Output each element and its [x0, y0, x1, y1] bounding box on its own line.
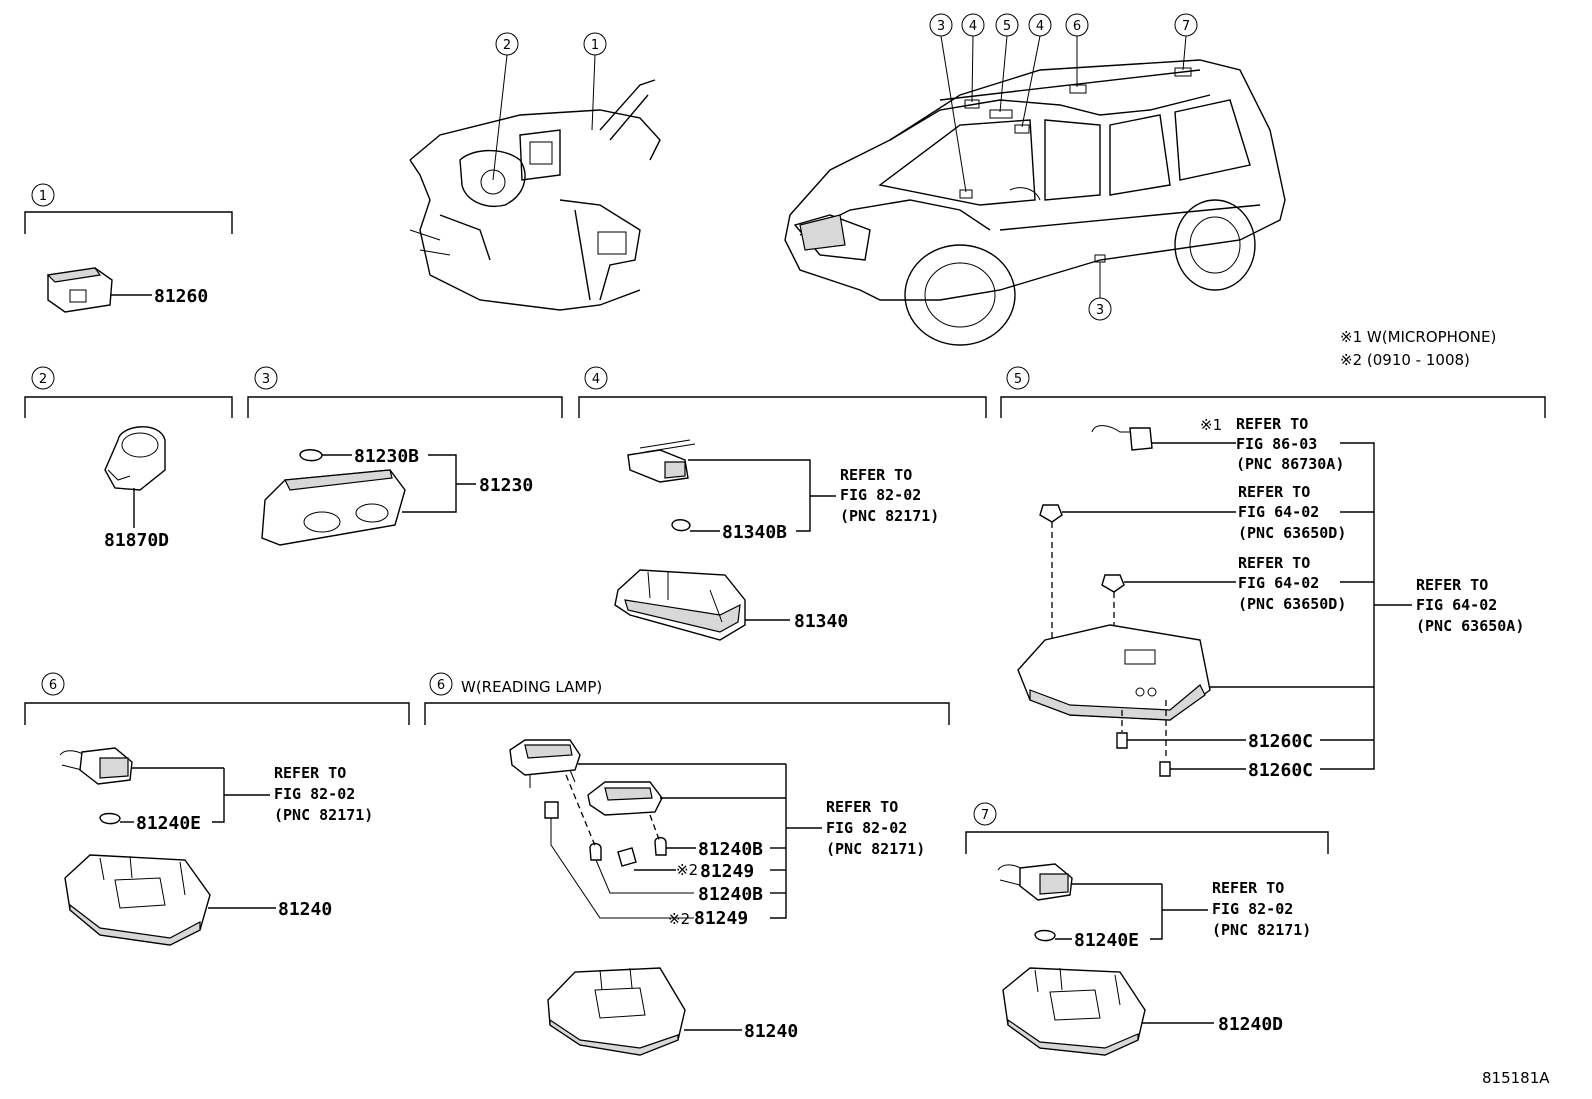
part-81240E-s6: 81240E — [136, 813, 201, 834]
interior-callout-2: 2 — [503, 38, 511, 53]
s5-refer-fig-3: FIG 64-02 — [1238, 574, 1319, 592]
part-81260C-2: 81260C — [1248, 760, 1313, 781]
part-81249-a: 81249 — [700, 861, 754, 882]
section-6b-number: 6 — [437, 678, 445, 693]
s6b-refer-fig: FIG 82-02 — [826, 819, 907, 837]
section-6-reading-lamp: 6 W(READING LAMP) 81240B ※2 81249 81240B… — [424, 672, 950, 1056]
s6b-refer-to: REFER TO — [826, 798, 898, 816]
part-81340B: 81340B — [722, 522, 787, 543]
s7-refer-fig: FIG 82-02 — [1212, 900, 1293, 918]
part-81240-s6b: 81240 — [744, 1021, 798, 1042]
part-81230B: 81230B — [354, 446, 419, 467]
vehicle-suv-illustration — [784, 59, 1286, 346]
s4-refer-fig: FIG 82-02 — [840, 486, 921, 504]
s5-refer-pnc-main: (PNC 63650A) — [1416, 617, 1524, 635]
part-81230: 81230 — [479, 475, 533, 496]
part-81240E-s7: 81240E — [1074, 930, 1139, 951]
s6-refer-fig: FIG 82-02 — [274, 785, 355, 803]
part-81240-s6: 81240 — [278, 899, 332, 920]
vehicle-callout-3b: 3 — [1096, 303, 1104, 318]
section-6-number: 6 — [49, 678, 57, 693]
s5-refer-fig-main: FIG 64-02 — [1416, 596, 1497, 614]
figure-code: 815181A — [1482, 1069, 1550, 1087]
section-2: 2 81870D — [24, 366, 233, 551]
s5-refer-fig-2: FIG 64-02 — [1238, 503, 1319, 521]
section-2-number: 2 — [39, 372, 47, 387]
part-81340: 81340 — [794, 611, 848, 632]
section-3: 3 81230B 81230 — [247, 366, 563, 546]
s6-refer-pnc: (PNC 82171) — [274, 806, 373, 824]
section-1: 1 81260 — [24, 183, 233, 313]
section-1-number: 1 — [39, 189, 47, 204]
s7-refer-to: REFER TO — [1212, 879, 1284, 897]
note-date-range: ※2 (0910 - 1008) — [1340, 351, 1470, 369]
part-81240B-a: 81240B — [698, 839, 763, 860]
vehicle-callout-5: 5 — [1003, 19, 1011, 34]
vehicle-callouts: 3 4 5 4 6 7 3 — [929, 13, 1198, 321]
s4-refer-pnc: (PNC 82171) — [840, 507, 939, 525]
s6b-mark-a: ※2 — [676, 861, 698, 879]
part-81240D: 81240D — [1218, 1014, 1283, 1035]
s6b-mark-b: ※2 — [668, 910, 690, 928]
part-81870D: 81870D — [104, 530, 169, 551]
section-7: 7 81240E REFER TO FIG 82-02 (PNC 82171) … — [965, 802, 1329, 1056]
vehicle-callout-3a: 3 — [937, 19, 945, 34]
section-3-number: 3 — [262, 372, 270, 387]
s5-refer-pnc-3: (PNC 63650D) — [1238, 595, 1346, 613]
s5-refer-to-3: REFER TO — [1238, 554, 1310, 572]
s5-refer-fig-1: FIG 86-03 — [1236, 435, 1317, 453]
section-6: 6 81240E REFER TO FIG 82-02 (PNC 82171) … — [24, 672, 410, 946]
section-5: 5 ※1 REFER TO FIG 86-03 (PNC 86730A) REF… — [1000, 366, 1546, 781]
section-6b-title: W(READING LAMP) — [461, 678, 602, 696]
s5-refer-to-1: REFER TO — [1236, 415, 1308, 433]
s4-refer-to: REFER TO — [840, 466, 912, 484]
vehicle-callout-6: 6 — [1073, 19, 1081, 34]
section-7-number: 7 — [981, 808, 989, 823]
section-4: 4 81340B REFER TO FIG 82-02 (PNC 82171) … — [578, 366, 987, 641]
section-4-number: 4 — [592, 372, 600, 387]
s5-refer-pnc-1: (PNC 86730A) — [1236, 455, 1344, 473]
s5-mark-1: ※1 — [1200, 416, 1222, 434]
interior-dashboard-illustration — [409, 79, 661, 311]
part-81240B-b: 81240B — [698, 884, 763, 905]
s6-refer-to: REFER TO — [274, 764, 346, 782]
part-81249-b: 81249 — [694, 908, 748, 929]
s6b-refer-pnc: (PNC 82171) — [826, 840, 925, 858]
note-microphone: ※1 W(MICROPHONE) — [1340, 328, 1496, 346]
section-5-number: 5 — [1014, 372, 1022, 387]
s5-refer-pnc-2: (PNC 63650D) — [1238, 524, 1346, 542]
interior-callout-1: 1 — [591, 38, 599, 53]
vehicle-callout-4b: 4 — [1036, 19, 1044, 34]
vehicle-callout-4a: 4 — [969, 19, 977, 34]
part-81260: 81260 — [154, 286, 208, 307]
s7-refer-pnc: (PNC 82171) — [1212, 921, 1311, 939]
s5-refer-to-main: REFER TO — [1416, 576, 1488, 594]
s5-refer-to-2: REFER TO — [1238, 483, 1310, 501]
interior-callouts: 2 1 — [492, 32, 607, 181]
vehicle-callout-7: 7 — [1182, 19, 1190, 34]
part-81260C-1: 81260C — [1248, 731, 1313, 752]
